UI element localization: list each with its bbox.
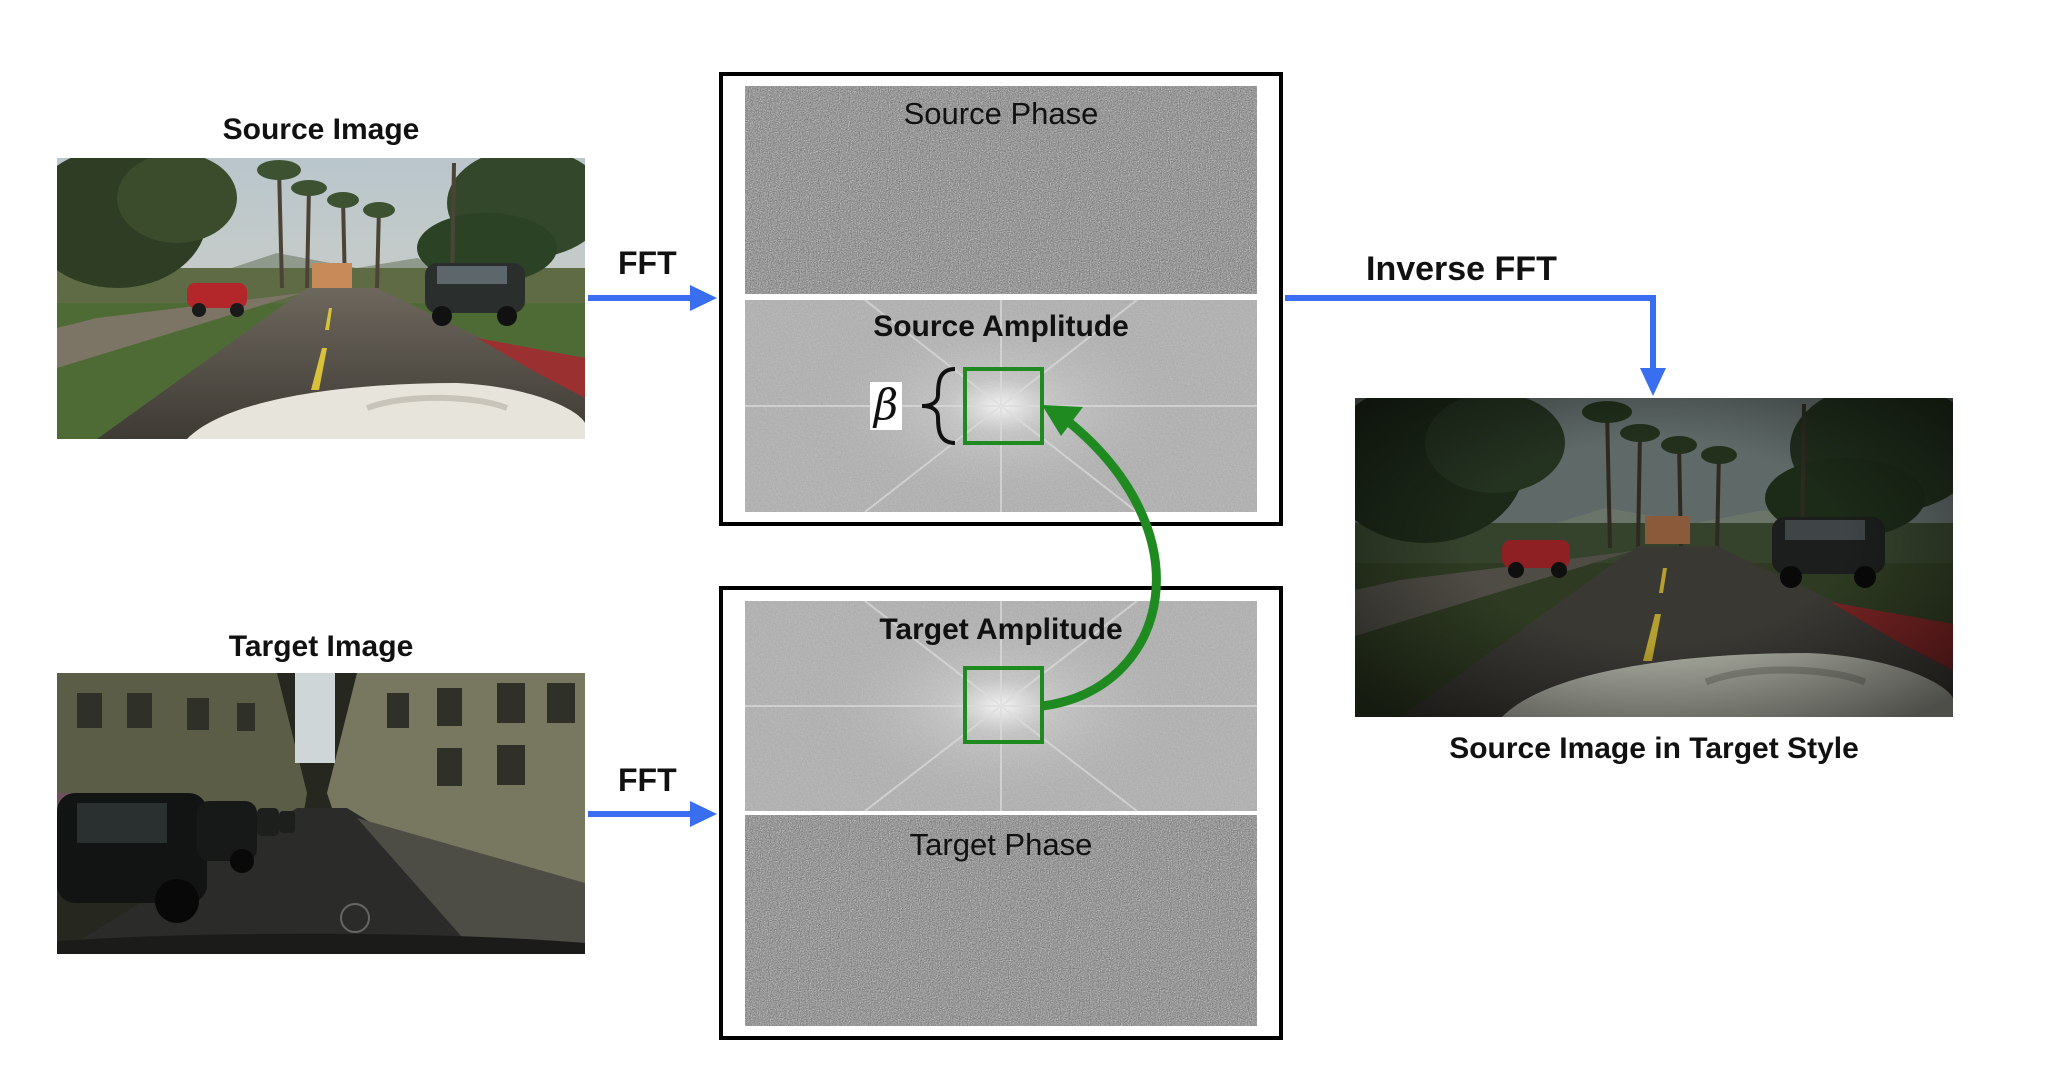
source-image	[57, 158, 585, 439]
fft-top-arrow	[588, 285, 717, 311]
target-phase-label: Target Phase	[909, 827, 1093, 862]
source-phase-label: Source Phase	[903, 96, 1099, 131]
output-image-caption: Source Image in Target Style	[1449, 732, 1859, 765]
beta-symbol: β	[870, 382, 902, 430]
target-amplitude-panel: Target Amplitude	[745, 601, 1257, 811]
fft-top-label: FFT	[618, 245, 677, 281]
fft-bottom-arrow	[588, 801, 717, 827]
output-image	[1355, 398, 1953, 717]
source-image-title: Source Image	[222, 113, 420, 146]
inverse-fft-arrow	[1285, 295, 1666, 396]
target-phase-panel: Target Phase	[745, 815, 1257, 1026]
inverse-fft-label: Inverse FFT	[1366, 250, 1557, 288]
source-amplitude-panel: Source Amplitude	[745, 300, 1257, 512]
fft-bottom-label: FFT	[618, 762, 677, 798]
source-phase-panel: Source Phase	[745, 86, 1257, 294]
target-image	[57, 673, 585, 954]
target-amplitude-label: Target Amplitude	[879, 613, 1123, 646]
source-amplitude-label: Source Amplitude	[873, 310, 1129, 343]
target-image-title: Target Image	[228, 630, 414, 663]
